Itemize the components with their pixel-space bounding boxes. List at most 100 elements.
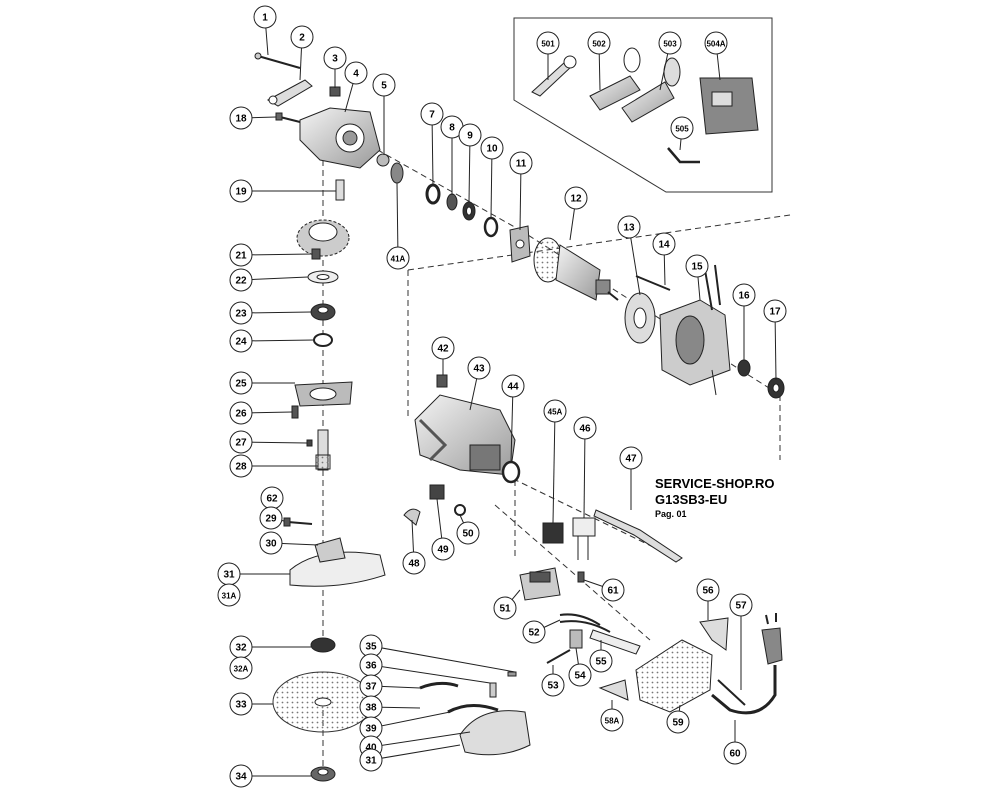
callout-59: 59 (666, 704, 690, 734)
callout-text: 32 (235, 643, 247, 654)
screw-part-53 (546, 649, 571, 664)
callout-circle (763, 299, 787, 323)
callout-text: 57 (735, 601, 747, 612)
callout-circle (458, 123, 482, 147)
callout-62: 62 (260, 486, 284, 510)
callout-text: 61 (607, 586, 619, 597)
gear-cover-part-4 (299, 107, 381, 169)
bearing-part-9 (462, 201, 476, 221)
callout-text: 503 (663, 40, 677, 49)
callout-text: 62 (266, 494, 278, 505)
bearing-part-17 (767, 377, 785, 399)
callout-text: 502 (592, 40, 606, 49)
callout-text: 21 (235, 251, 247, 262)
callout-text: 47 (625, 454, 637, 465)
callout-36: 36 (359, 653, 491, 684)
spindle-part-28 (315, 429, 331, 471)
callout-text: 31 (223, 570, 235, 581)
callout-text: 14 (658, 240, 670, 251)
callout-25: 25 (229, 371, 295, 395)
callout-38: 38 (359, 695, 421, 719)
leader-line (370, 645, 516, 673)
callout-circle (386, 246, 410, 270)
leader-line (370, 744, 461, 761)
bearing-part-23 (310, 303, 336, 321)
callout-text: 19 (235, 187, 247, 198)
callout-501: 501 (536, 31, 560, 80)
callout-26: 26 (229, 401, 293, 425)
callout-13: 13 (617, 215, 641, 296)
callout-text: 18 (235, 114, 247, 125)
callout-text: 31A (222, 592, 237, 601)
model-number: G13SB3-EU (655, 492, 728, 507)
cover-part-58A (598, 679, 629, 701)
callout-circle (601, 578, 625, 602)
callout-11: 11 (509, 151, 533, 231)
callout-48: 48 (402, 519, 426, 575)
callout-5: 5 (372, 73, 396, 155)
callout-circle (670, 116, 694, 140)
callout-circle (573, 416, 597, 440)
callout-text: 53 (547, 681, 559, 692)
fan-part-13 (624, 292, 656, 344)
callout-34: 34 (229, 764, 311, 788)
brush-cap-part-49 (429, 484, 445, 500)
lever-part-2 (266, 79, 313, 107)
callout-text: 50 (462, 529, 474, 540)
callout-text: 42 (437, 344, 449, 355)
callout-circle (456, 521, 480, 545)
callout-circle (536, 31, 560, 55)
shop-name: SERVICE-SHOP.RO (655, 476, 775, 491)
callout-text: 25 (235, 379, 247, 390)
callout-circle (723, 741, 747, 765)
callout-circle (431, 336, 455, 360)
leader-line (370, 664, 491, 684)
callout-circle (229, 656, 253, 680)
callout-text: 34 (235, 772, 247, 783)
callout-text: 55 (595, 657, 607, 668)
callout-text: 16 (738, 291, 750, 302)
callout-circle (372, 73, 396, 97)
callout-3: 3 (323, 46, 347, 88)
callout-circle (501, 374, 525, 398)
callout-text: 15 (691, 262, 703, 273)
callout-text: 29 (265, 514, 277, 525)
callout-text: 28 (235, 462, 247, 473)
ring-part-24 (313, 333, 333, 347)
leader-line (552, 410, 556, 524)
callout-text: 49 (437, 545, 449, 556)
tail-cover-part-56 (699, 617, 729, 651)
wheel-guard-part-31 (289, 537, 386, 587)
callout-circle (344, 61, 368, 85)
flange-part-32 (310, 637, 336, 653)
callout-circle (290, 25, 314, 49)
callout-circle (522, 620, 546, 644)
callout-circle (229, 243, 253, 267)
callout-circle (259, 531, 283, 555)
callout-text: 504A (706, 40, 725, 49)
callout-31: 31 (217, 562, 290, 586)
callout-text: 35 (365, 642, 377, 653)
page-number: Pag. 01 (655, 509, 687, 519)
callout-text: 52 (528, 628, 540, 639)
callout-circle (467, 356, 491, 380)
callout-circle (217, 583, 241, 607)
leader-line (240, 311, 312, 314)
callout-circle (420, 102, 444, 126)
leader-line (583, 427, 586, 519)
callout-circle (229, 692, 253, 716)
callout-19: 19 (229, 179, 336, 203)
callout-2: 2 (290, 25, 314, 81)
callout-text: 30 (265, 539, 277, 550)
callout-text: 48 (408, 559, 420, 570)
brush-part-42 (436, 374, 448, 388)
callout-circle (431, 537, 455, 561)
callout-circle (493, 596, 517, 620)
callout-24: 24 (229, 329, 315, 353)
callout-44: 44 (501, 374, 525, 463)
callout-text: 8 (449, 123, 455, 134)
callout-circle (229, 371, 253, 395)
key-part-27 (306, 439, 313, 447)
callout-text: 51 (499, 604, 511, 615)
cord-armor-part-55 (589, 629, 641, 655)
